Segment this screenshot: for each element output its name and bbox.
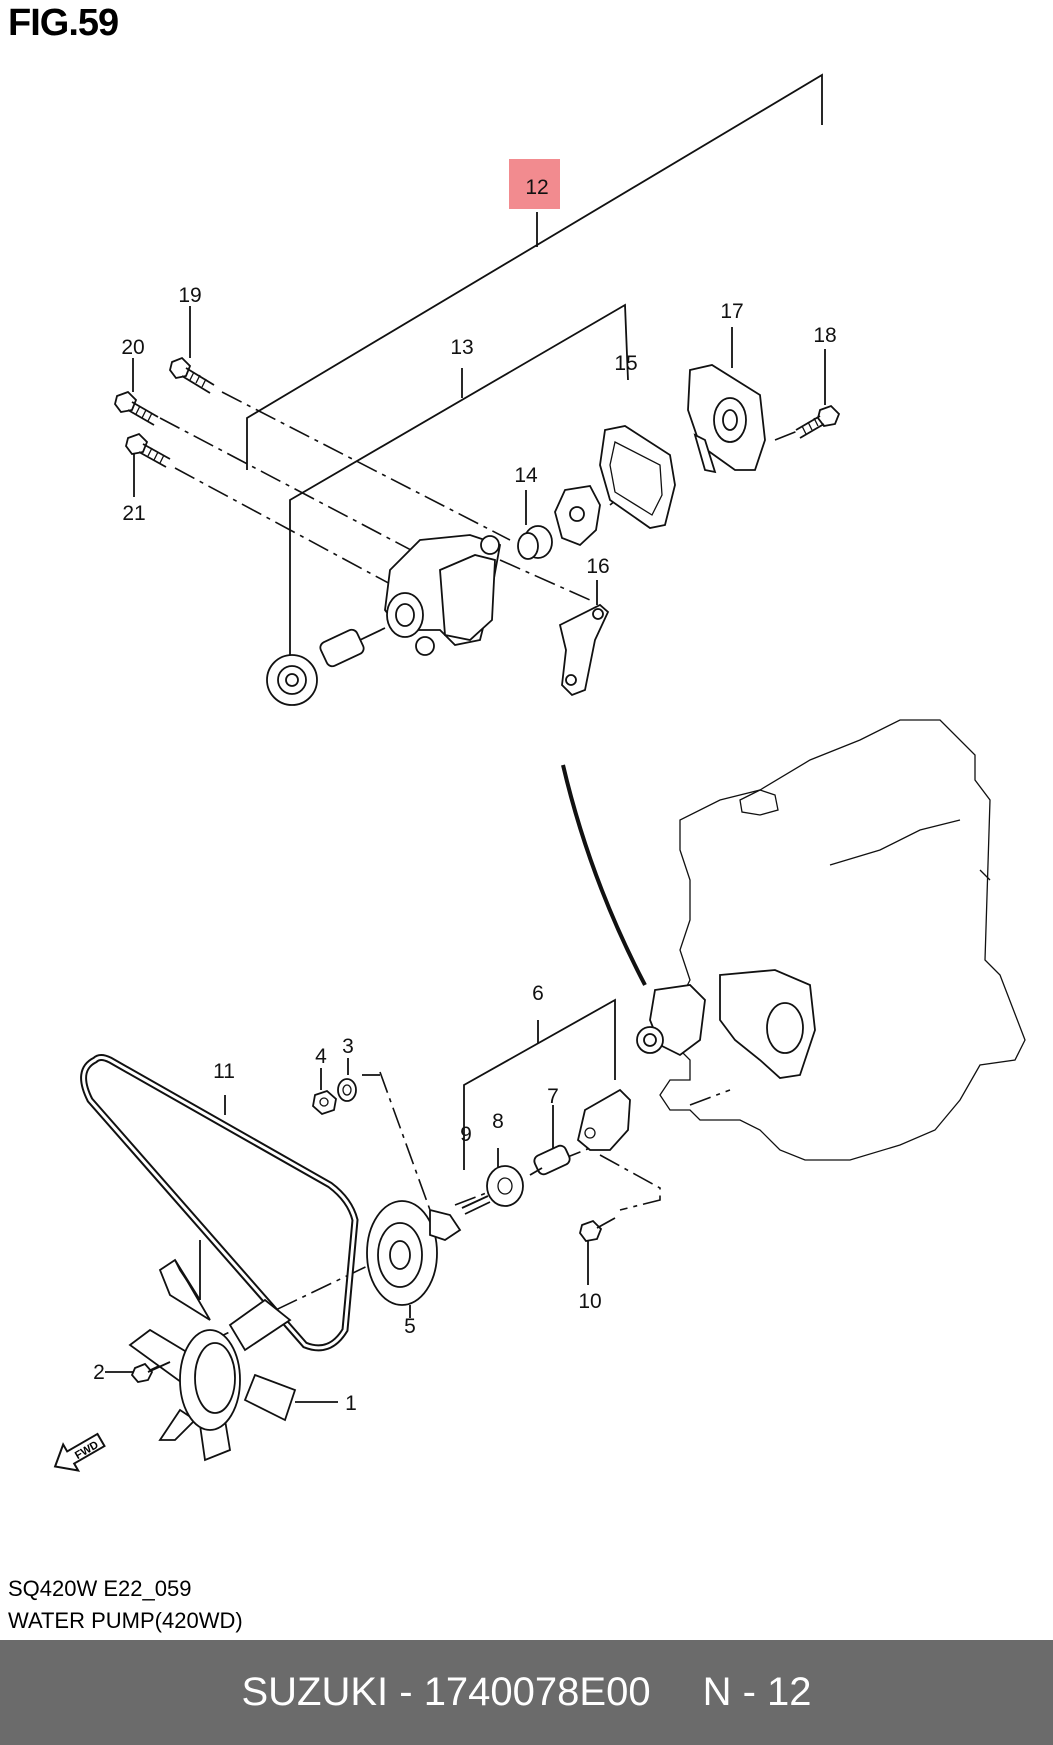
pump-cover-17[interactable] [687, 364, 766, 474]
part-info-bar: SUZUKI - 1740078E00 N - 12 [0, 1640, 1053, 1745]
callout-1[interactable]: 1 [345, 1392, 357, 1415]
engine-block [659, 719, 1026, 1161]
callout-12-highlight[interactable] [509, 159, 560, 209]
idler-shaft-7[interactable] [529, 1144, 572, 1176]
cooling-fan-1[interactable] [128, 1258, 297, 1462]
callout-leaders-lower [105, 306, 826, 1403]
figure-title: FIG.59 [8, 2, 119, 44]
callout-12[interactable]: 12 [525, 176, 548, 199]
bolt-10[interactable] [579, 1217, 616, 1242]
callout-21[interactable]: 21 [122, 502, 145, 525]
fwd-label: FWD [73, 1439, 101, 1462]
callout-6[interactable]: 6 [532, 982, 544, 1005]
pump-mounted [636, 969, 816, 1079]
exploded-parts-diagram: FWD 12 13 14 15 16 17 18 19 20 21 1 2 3 … [53, 73, 1026, 1472]
callout-18[interactable]: 18 [813, 324, 836, 347]
seal-14[interactable] [517, 525, 553, 560]
bolt-20[interactable] [114, 390, 159, 426]
bolt-18[interactable] [795, 404, 841, 439]
fan-clutch-5[interactable] [366, 1200, 462, 1306]
model-code: SQ420W E22_059 [8, 1576, 192, 1601]
nut-4[interactable] [312, 1089, 337, 1116]
callout-14[interactable]: 14 [514, 464, 538, 487]
position-label: N - 12 [702, 1670, 812, 1714]
callout-13[interactable]: 13 [450, 336, 473, 359]
callout-20[interactable]: 20 [121, 336, 144, 359]
impeller[interactable] [554, 485, 601, 547]
callout-8[interactable]: 8 [492, 1110, 504, 1133]
brand-separator: - [388, 1670, 424, 1714]
callout-labels: 12 13 14 15 16 17 18 19 20 21 1 2 3 4 5 … [93, 176, 837, 1415]
reference-arrow [561, 764, 647, 986]
section-name: WATER PUMP(420WD) [8, 1608, 243, 1633]
assembly-12-bracket-lines [246, 73, 823, 660]
pump-gear[interactable] [266, 654, 318, 706]
washer-3[interactable] [337, 1078, 357, 1102]
callout-15[interactable]: 15 [614, 352, 637, 375]
assembly-6-bracket-lines [463, 998, 616, 1170]
callout-7[interactable]: 7 [547, 1085, 559, 1108]
callout-16[interactable]: 16 [586, 555, 609, 578]
water-pump-body-13[interactable] [384, 534, 502, 656]
callout-17[interactable]: 17 [720, 300, 743, 323]
pulley-flange-8[interactable] [486, 1165, 524, 1207]
gasket-15[interactable] [599, 425, 676, 529]
callout-5[interactable]: 5 [404, 1315, 416, 1338]
pump-shaft[interactable] [318, 627, 386, 668]
callout-4[interactable]: 4 [315, 1045, 327, 1068]
bolt-21[interactable] [125, 432, 171, 468]
callout-10[interactable]: 10 [578, 1290, 601, 1313]
part-number: 1740078E00 [423, 1670, 651, 1714]
callout-9[interactable]: 9 [460, 1123, 472, 1146]
callout-11[interactable]: 11 [213, 1060, 235, 1083]
callout-3[interactable]: 3 [342, 1035, 354, 1058]
callout-2[interactable]: 2 [93, 1361, 105, 1384]
bolt-2[interactable] [130, 1361, 171, 1383]
brand-label: SUZUKI [241, 1670, 389, 1714]
fwd-arrow-icon: FWD [53, 1432, 106, 1472]
idler-bracket-6[interactable] [576, 1088, 631, 1151]
bracket-16[interactable] [558, 603, 610, 697]
stud-9[interactable] [461, 1195, 491, 1215]
bolt-19[interactable] [169, 356, 215, 394]
callout-19[interactable]: 19 [178, 284, 201, 307]
